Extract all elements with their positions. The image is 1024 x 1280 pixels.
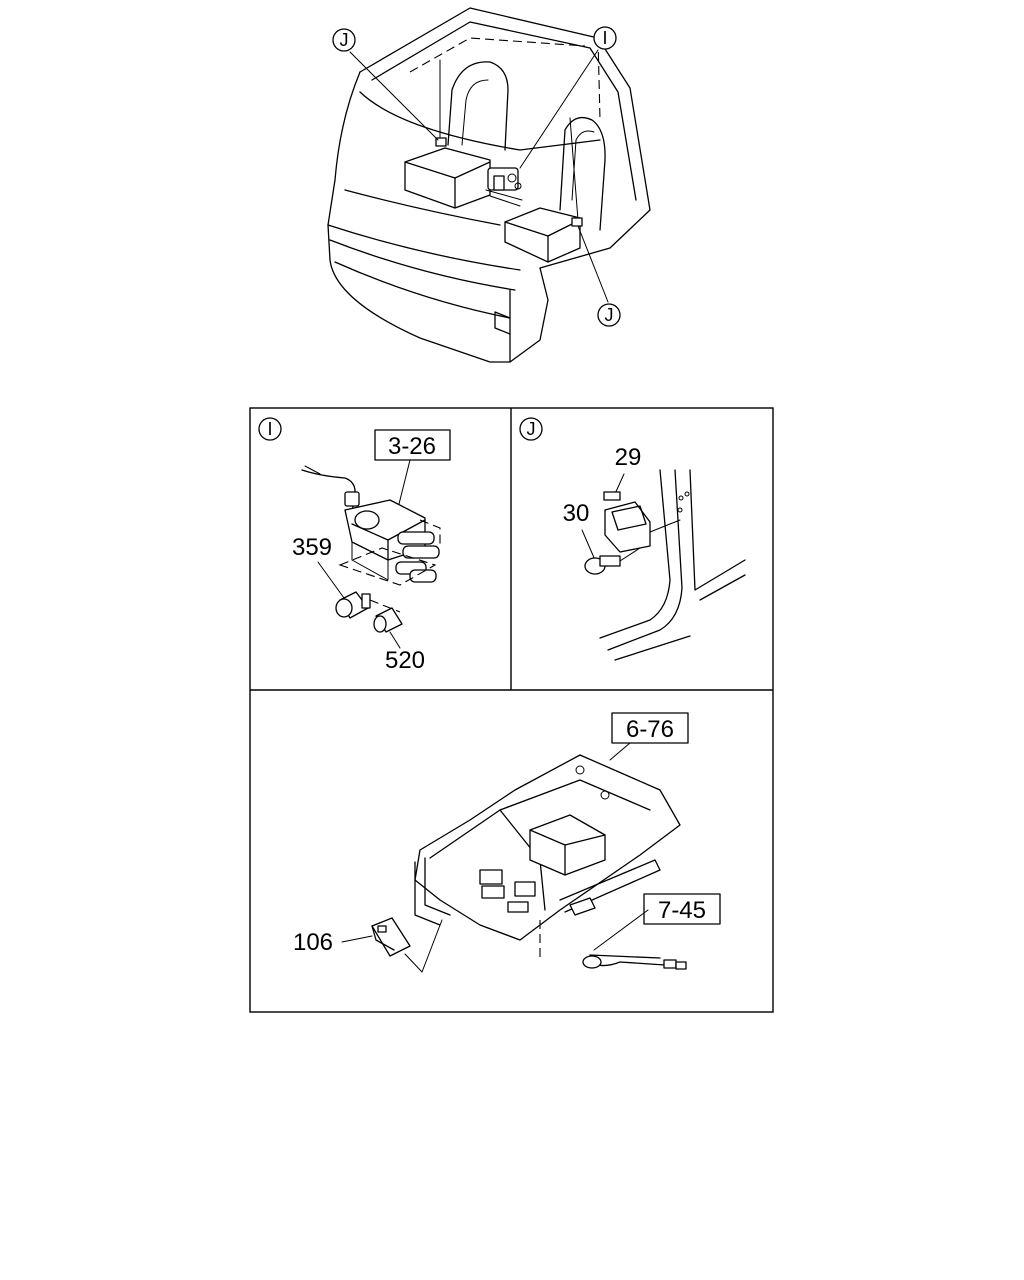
bracket-29-icon bbox=[603, 491, 681, 553]
svg-text:I: I bbox=[267, 419, 272, 439]
relay-106-icon bbox=[371, 917, 411, 957]
fitting-520-icon bbox=[373, 607, 403, 633]
callout-j-top-left: J bbox=[332, 28, 356, 52]
ref-box-6-76: 6-76 bbox=[611, 712, 689, 744]
cab-overview-drawing bbox=[327, 7, 651, 363]
svg-text:7-45: 7-45 bbox=[658, 897, 706, 924]
svg-text:106: 106 bbox=[293, 929, 333, 956]
valve-assembly-icon bbox=[344, 499, 440, 583]
svg-text:520: 520 bbox=[385, 647, 425, 674]
detail-frame bbox=[249, 407, 774, 1013]
svg-text:6-76: 6-76 bbox=[626, 716, 674, 743]
sensor-359-icon bbox=[335, 591, 371, 619]
svg-text:29: 29 bbox=[615, 444, 642, 471]
ref-box-3-26: 3-26 bbox=[374, 429, 451, 461]
svg-text:J: J bbox=[340, 30, 349, 50]
callout-j-bottom: J bbox=[597, 303, 621, 327]
svg-text:J: J bbox=[527, 419, 536, 439]
bolt-30-icon bbox=[584, 547, 641, 575]
gear-mechanism-icon bbox=[485, 167, 523, 207]
panel-j: J 29 30 bbox=[519, 417, 746, 661]
ref-box-7-45: 7-45 bbox=[643, 893, 721, 925]
wire-harness-icon bbox=[582, 954, 687, 970]
svg-text:30: 30 bbox=[563, 500, 590, 527]
svg-text:I: I bbox=[602, 28, 607, 48]
panel-i: I 3-26 359 bbox=[258, 417, 451, 674]
console-housing-icon bbox=[414, 754, 681, 960]
svg-text:3-26: 3-26 bbox=[388, 433, 436, 460]
callout-i-top-right: I bbox=[593, 26, 617, 50]
svg-text:J: J bbox=[605, 305, 614, 325]
svg-text:359: 359 bbox=[292, 534, 332, 561]
panel-console: 6-76 106 bbox=[293, 712, 721, 973]
panel-i-callout: I bbox=[258, 417, 282, 441]
panel-j-callout: J bbox=[519, 417, 543, 441]
